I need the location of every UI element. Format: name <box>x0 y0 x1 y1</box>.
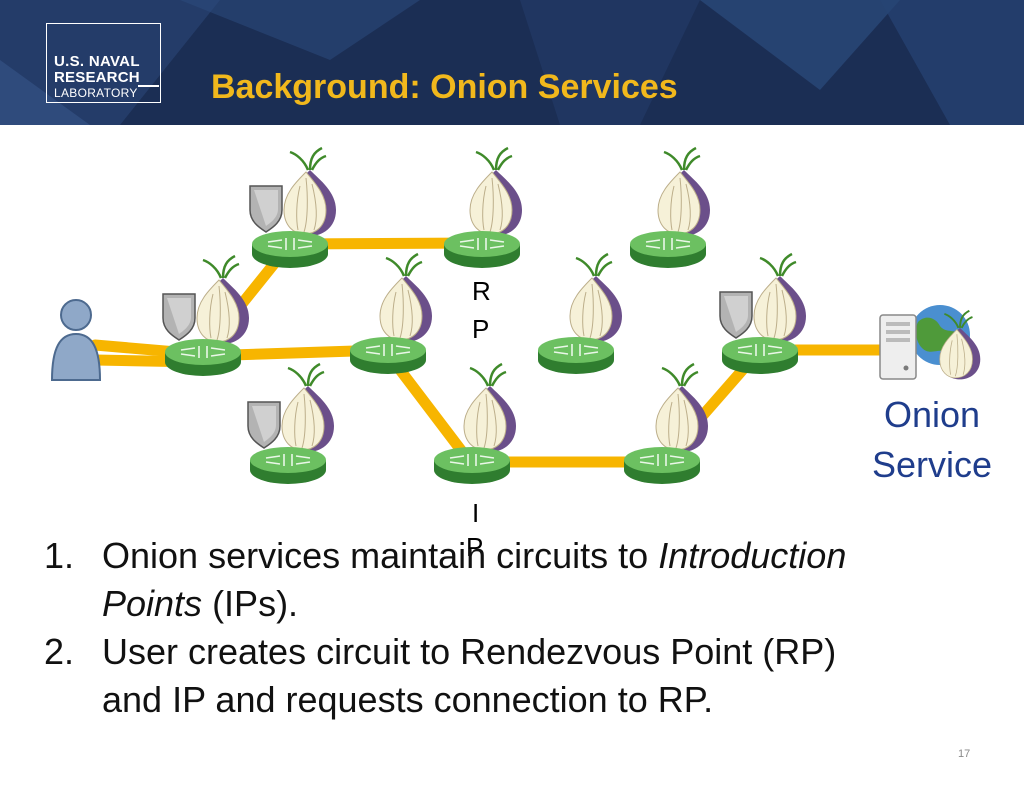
ip-label-p: P <box>466 532 484 562</box>
rp-label-r: R <box>472 276 491 306</box>
relay-node-guard-top <box>249 146 338 269</box>
logo-line-2: RESEARCH <box>54 69 140 86</box>
list-number: 1. <box>44 535 75 576</box>
item1-text-em1: Introduction <box>658 535 847 576</box>
list-item: 2. User creates circuit to Rendezvous Po… <box>44 628 982 724</box>
bullet-list: 1. Onion services maintain circuits to I… <box>44 532 982 724</box>
relay-node-service-guard <box>719 252 808 375</box>
rp-label-p: P <box>472 314 490 344</box>
relay-node-guard-bottom <box>247 362 336 485</box>
ip-label-i: I <box>472 498 480 528</box>
tor-network-diagram <box>50 146 982 485</box>
relay-node-center-right <box>537 252 624 375</box>
item1-text-em2: Points <box>102 583 203 624</box>
logo-line-3: LABORATORY <box>54 86 138 100</box>
header-banner: U.S. NAVAL RESEARCH LABORATORY Backgroun… <box>0 0 1024 125</box>
relay-node-guard-mid <box>162 254 251 377</box>
item1-text-pre: Onion services maintain circuits to <box>102 535 659 576</box>
item2-text-line2: and IP and requests connection to RP. <box>102 679 714 720</box>
item1-text-post: (IPs). <box>202 583 299 624</box>
onion-service-label: Onion Service <box>862 390 1002 490</box>
onion-service-label-line1: Onion <box>883 394 981 435</box>
list-item: 1. Onion services maintain circuits to I… <box>44 532 982 628</box>
nrl-logo: U.S. NAVAL RESEARCH LABORATORY <box>46 23 161 103</box>
onion-service-label-line2: Service <box>871 444 993 485</box>
relay-node-middle <box>349 252 434 375</box>
user-icon <box>50 299 102 381</box>
relay-node-rp <box>443 146 524 269</box>
list-number: 2. <box>44 631 75 672</box>
slide-title: Background: Onion Services <box>211 68 678 106</box>
relay-node-top-right <box>629 146 712 269</box>
item2-text-line1: User creates circuit to Rendezvous Point… <box>102 631 837 672</box>
onion-service-server-icon <box>879 305 982 381</box>
header-background <box>0 0 1024 125</box>
page-number: 17 <box>958 748 971 760</box>
logo-line-1: U.S. NAVAL <box>54 53 140 70</box>
relay-node-bottom-right <box>623 362 710 485</box>
